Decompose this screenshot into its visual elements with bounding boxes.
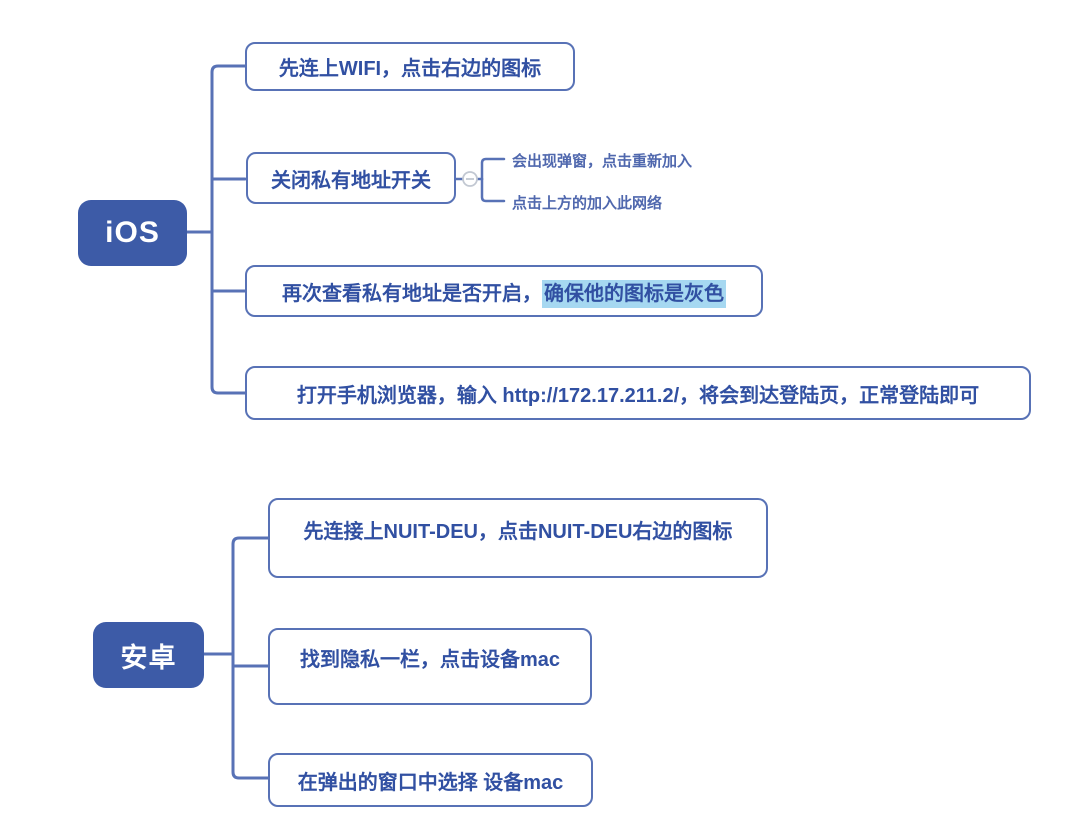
branch-node-open-browser[interactable]: 打开手机浏览器，输入 http://172.17.211.2/，将会到达登陆页，… [245,366,1031,420]
branch-label: 关闭私有地址开关 [271,169,431,192]
branch-node-wifi[interactable]: 先连上WIFI，点击右边的图标 [245,42,575,91]
root-node-ios[interactable]: iOS [78,200,187,266]
branch-node-connect-nuit-deu[interactable]: 先连接上NUIT-DEU，点击NUIT-DEU右边的图标 [268,498,768,578]
sub-branch-popup-rejoin[interactable]: 会出现弹窗，点击重新加入 [512,153,693,170]
branch-node-private-address[interactable]: 关闭私有地址开关 [246,152,456,204]
branch-label: 再次查看私有地址是否开启，确保他的图标是灰色 [282,277,726,308]
collapse-handle-icon[interactable] [462,171,478,187]
branch-node-check-gray-icon[interactable]: 再次查看私有地址是否开启，确保他的图标是灰色 [245,265,763,317]
branch-node-privacy-mac[interactable]: 找到隐私一栏，点击设备mac [268,628,592,705]
branch-label: 先连接上NUIT-DEU，点击NUIT-DEU右边的图标 [303,521,733,543]
branch-label: 打开手机浏览器，输入 http://172.17.211.2/，将会到达登陆页，… [296,384,980,407]
branch-label: 找到隐私一栏，点击设备mac [299,649,561,671]
branch-node-popup-select-mac[interactable]: 在弹出的窗口中选择 设备mac [268,753,593,807]
sub-branch-join-network[interactable]: 点击上方的加入此网络 [512,195,663,212]
highlighted-text: 确保他的图标是灰色 [542,279,726,308]
branch-label: 在弹出的窗口中选择 设备mac [297,771,564,794]
root-node-android[interactable]: 安卓 [93,622,204,688]
branch-label: 先连上WIFI，点击右边的图标 [278,58,542,80]
branch-label-prefix: 再次查看私有地址是否开启， [282,282,542,305]
